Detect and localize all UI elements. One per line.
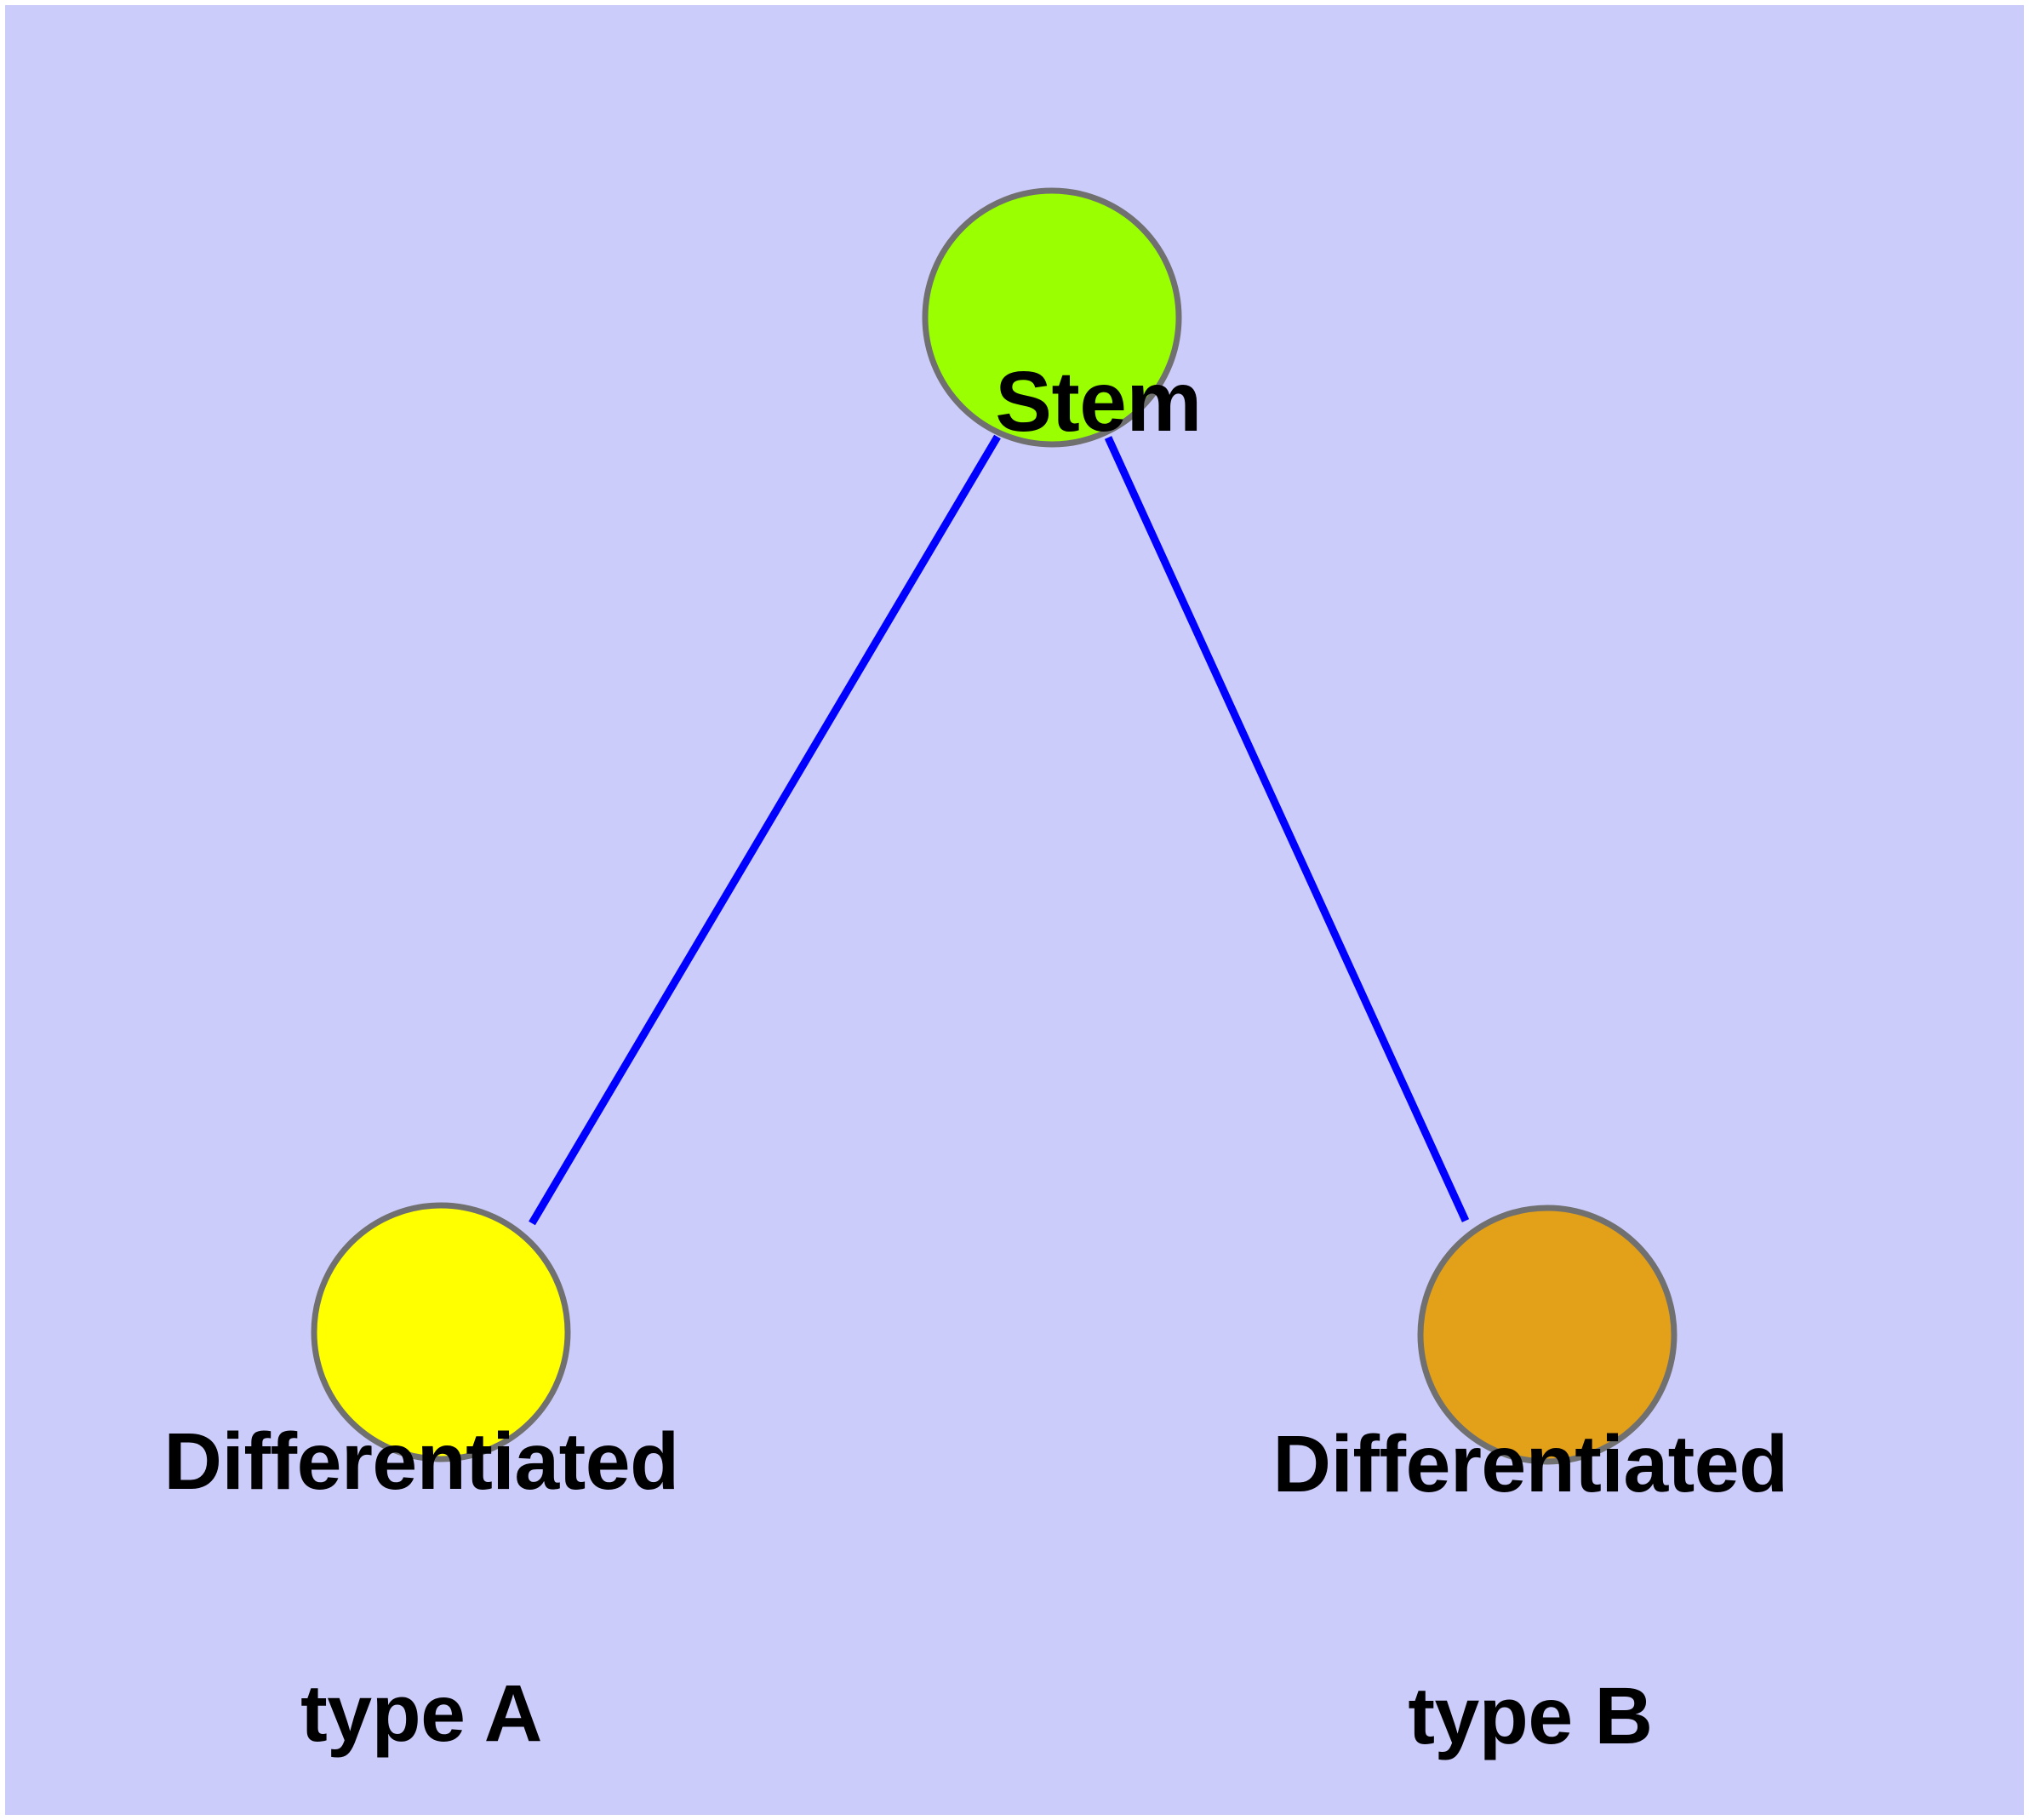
- edge-stem-to-differentiated-type-b: [1104, 436, 1470, 1222]
- node-differentiated-type-b[interactable]: [1417, 1205, 1677, 1465]
- edge-stem-to-differentiated-type-a: [529, 434, 1001, 1226]
- node-layer: [311, 187, 1677, 1465]
- edge-layer: [529, 434, 1470, 1226]
- node-stem[interactable]: [922, 187, 1182, 448]
- node-differentiated-type-a[interactable]: [311, 1202, 571, 1462]
